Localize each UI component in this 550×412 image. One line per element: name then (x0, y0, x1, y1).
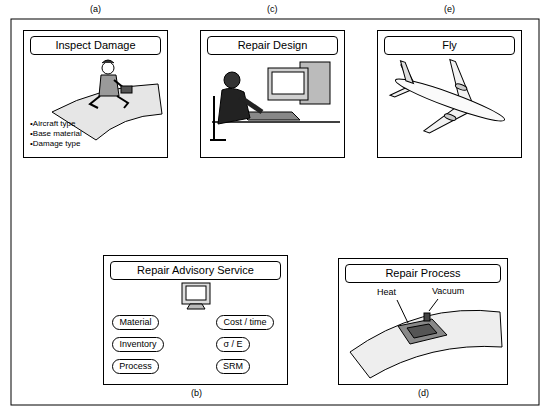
panel-letter: (c) (267, 4, 278, 15)
step-box: Repair Design (200, 30, 345, 158)
bullet-text: •Aircraft type (30, 119, 167, 129)
person-body (99, 75, 119, 96)
monitor (268, 68, 308, 100)
person-arm (240, 97, 262, 112)
step-box: Fly (377, 30, 522, 158)
bullet-text: •Base material (30, 129, 167, 139)
person-body (218, 88, 250, 124)
callout-label: Vacuum (432, 286, 464, 297)
tail-fin (395, 61, 420, 84)
patch-core (407, 324, 437, 338)
pill-text: Cost / time (223, 316, 266, 329)
engine (444, 113, 457, 122)
person-head (102, 62, 114, 74)
box-heading: Fly (384, 36, 515, 55)
box-heading: Inspect Damage (30, 36, 161, 55)
panel-letter: (a) (90, 4, 101, 15)
box-heading: Repair Design (207, 36, 338, 55)
topic-pill: Material (112, 315, 159, 330)
person-hair (102, 60, 114, 63)
pill-text: SRM (223, 360, 243, 373)
monitor-screen (186, 286, 206, 300)
chair (210, 96, 226, 140)
computer-icon (182, 283, 210, 309)
bullet-text: •Damage type (30, 139, 167, 149)
outer-frame (11, 19, 539, 405)
vacuum-port (424, 313, 430, 321)
callout-label: Heat (377, 287, 396, 298)
leader-line (429, 299, 438, 311)
panel-letter: (e) (444, 4, 455, 15)
pill-text: Inventory (119, 338, 156, 351)
step-box: Repair Process (338, 258, 508, 385)
panel-letter: (b) (191, 388, 202, 399)
pill-text: Process (119, 360, 152, 373)
box-heading: Repair Process (345, 264, 501, 283)
skin-panel (350, 310, 502, 378)
leader-line (397, 300, 408, 323)
inspection-probe (121, 86, 132, 93)
designer-figure (210, 62, 340, 140)
engine (455, 83, 468, 92)
box-heading: Repair Advisory Service (110, 261, 281, 280)
topic-pill: Cost / time (216, 315, 274, 330)
monitor (182, 283, 210, 304)
repair-patch-figure (350, 299, 502, 378)
panel-letter: (d) (418, 388, 429, 399)
service-box: Repair Advisory ServiceMaterial Cost / ti… (103, 255, 288, 385)
topic-pill: SRM (216, 359, 250, 374)
topic-pill: Process (112, 359, 159, 374)
step-box: Inspect Damage •Aircraft type•Base materi… (23, 30, 168, 158)
monitor-base (187, 304, 205, 309)
pill-text: σ / E (223, 338, 242, 351)
pill-text: Material (119, 316, 151, 329)
person-head (224, 72, 240, 88)
topic-pill: Inventory (112, 337, 164, 352)
topic-pill: σ / E (216, 337, 250, 352)
person-legs (90, 96, 128, 108)
patch (398, 319, 447, 344)
airplane (381, 44, 518, 156)
monitor-screen (272, 72, 304, 94)
